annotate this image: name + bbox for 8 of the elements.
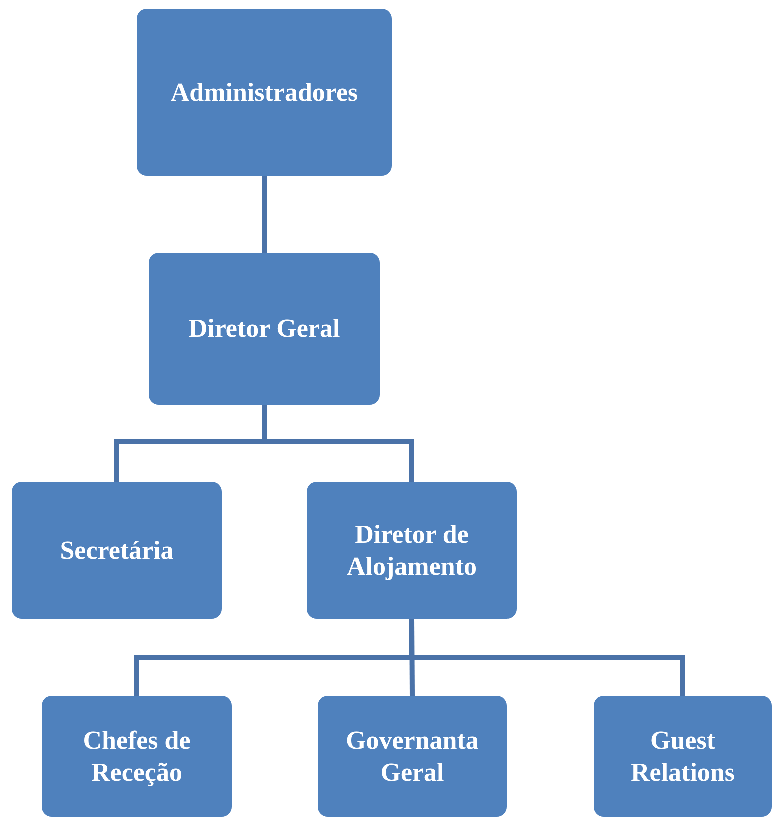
org-box: Secretária (12, 482, 222, 619)
org-box: Chefes de Receção (42, 696, 232, 817)
org-box: Administradores (137, 9, 392, 176)
org-box: Governanta Geral (318, 696, 507, 817)
connector-line (262, 176, 267, 253)
org-box: Guest Relations (594, 696, 772, 817)
org-box: Diretor Geral (149, 253, 380, 405)
org-box: Diretor de Alojamento (307, 482, 517, 619)
